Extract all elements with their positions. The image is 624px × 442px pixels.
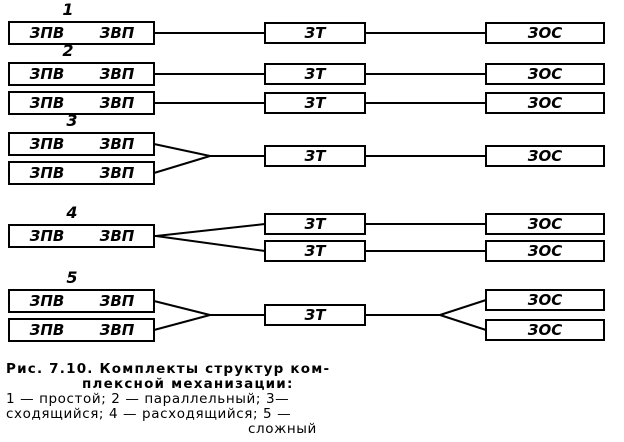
caption-legend-3: сложный <box>248 421 317 437</box>
label-zpv-5b: ЗПВ <box>30 321 65 339</box>
label-zvp-2a: ЗВП <box>100 65 135 83</box>
caption-legend-2: сходящийся; 4 — расходящийся; 5 — <box>6 406 292 422</box>
figure-caption: Рис. 7.10. Комплекты структур ком- плекс… <box>6 362 606 437</box>
label-zpv-3a: ЗПВ <box>30 135 65 153</box>
label-zos-5a: ЗОС <box>528 291 562 309</box>
connector-3b <box>153 155 211 174</box>
label-zos-2b: ЗОС <box>528 94 562 112</box>
connector-4a <box>155 223 266 237</box>
group-number-2: 2 <box>62 41 73 60</box>
label-zt-5: ЗТ <box>305 306 328 324</box>
label-zvp-1a: ЗВП <box>100 24 135 42</box>
label-zpv-5a: ЗПВ <box>30 292 65 310</box>
label-zos-2a: ЗОС <box>528 65 562 83</box>
group-number-4: 4 <box>65 203 77 222</box>
label-zos-5b: ЗОС <box>528 321 562 339</box>
label-zpv-4: ЗПВ <box>30 227 65 245</box>
label-zt-4b: ЗТ <box>305 242 328 260</box>
label-zos-3: ЗОС <box>528 147 562 165</box>
caption-title: Рис. 7.10. Комплекты структур ком- <box>6 361 331 377</box>
connector-5b <box>153 314 211 331</box>
label-zt-2a: ЗТ <box>305 65 328 83</box>
group-number-5: 5 <box>66 268 77 287</box>
connector-3a <box>153 143 211 157</box>
connector-5e <box>439 299 487 316</box>
label-zvp-5a: ЗВП <box>100 292 135 310</box>
connector-4b <box>155 235 266 252</box>
label-zvp-2b: ЗВП <box>100 94 135 112</box>
label-zvp-5b: ЗВП <box>100 321 135 339</box>
label-zos-4a: ЗОС <box>528 215 562 233</box>
group-number-3: 3 <box>66 111 77 130</box>
caption-title-cont: плексной механизации: <box>82 376 294 392</box>
label-zpv-2b: ЗПВ <box>30 94 65 112</box>
label-zpv-2a: ЗПВ <box>30 65 65 83</box>
connector-5a <box>153 300 211 316</box>
label-zvp-4: ЗВП <box>100 227 135 245</box>
caption-legend-1: 1 — простой; 2 — параллельный; 3— <box>6 391 290 407</box>
label-zos-1: ЗОС <box>528 24 562 42</box>
label-zt-1: ЗТ <box>305 24 328 42</box>
label-zt-3: ЗТ <box>305 147 328 165</box>
label-zt-4a: ЗТ <box>305 215 328 233</box>
label-zpv-3b: ЗПВ <box>30 164 65 182</box>
connector-5f <box>439 314 487 331</box>
label-zpv-1a: ЗПВ <box>30 24 65 42</box>
group-number-1: 1 <box>62 0 73 19</box>
label-zos-4b: ЗОС <box>528 242 562 260</box>
label-zvp-3b: ЗВП <box>100 164 135 182</box>
label-zt-2b: ЗТ <box>305 94 328 112</box>
label-zvp-3a: ЗВП <box>100 135 135 153</box>
